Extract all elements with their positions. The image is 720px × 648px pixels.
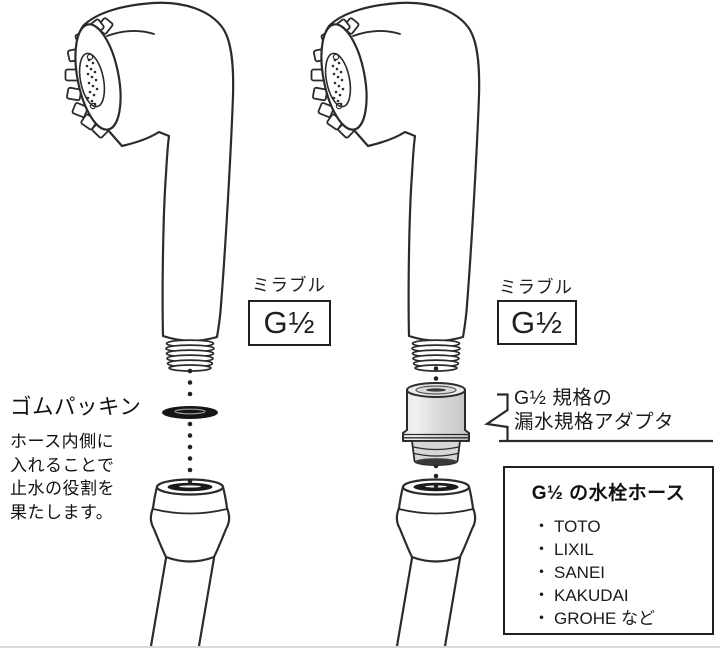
list-item: ・ TOTO [533, 515, 712, 538]
hose-left-illustration [149, 478, 231, 646]
list-item: ・ GROHE など [533, 607, 712, 630]
thread-spec-box-right: G½ [497, 300, 577, 345]
adapter-illustration [402, 382, 470, 466]
gasket-description: ホース内側に 入れることで 止水の役割を 果たします。 [10, 432, 115, 522]
thread-spec-left: G½ [263, 305, 316, 340]
brand-label-left: ミラブル [252, 275, 326, 295]
list-item: ・ LIXIL [533, 538, 712, 561]
brand-name: SANEI [554, 563, 606, 582]
bullet-marker: ・ [533, 563, 550, 582]
dotted-line-left [187, 368, 193, 484]
brand-name: LIXIL [554, 540, 594, 559]
hose-right-illustration [395, 478, 477, 646]
hose-box-title: G½ の水栓ホース [531, 483, 686, 504]
rubber-gasket-illustration [162, 406, 218, 419]
bullet-marker: ・ [533, 609, 550, 628]
brand-name: GROHE など [554, 609, 656, 628]
thread-spec-right: G½ [511, 304, 563, 340]
bullet-marker: ・ [533, 517, 550, 536]
list-item: ・ KAKUDAI [533, 584, 712, 607]
bullet-marker: ・ [533, 540, 550, 559]
list-item: ・ SANEI [533, 561, 712, 584]
showerhead-left-illustration [64, 1, 235, 373]
adapter-callout-text: G½ 規格の 漏水規格アダプタ [514, 387, 675, 433]
brand-label-right: ミラブル [499, 277, 573, 297]
brand-name: KAKUDAI [554, 586, 629, 605]
hose-compatibility-box: G½ の水栓ホース ・ TOTO ・ LIXIL ・ SANEI ・ KAKUD… [503, 466, 714, 635]
thread-spec-box-left: G½ [248, 300, 331, 346]
gasket-title: ゴムパッキン [10, 395, 142, 419]
brand-name: TOTO [554, 517, 601, 536]
callout-bracket [484, 393, 713, 443]
hose-brand-list: ・ TOTO ・ LIXIL ・ SANEI ・ KAKUDAI ・ GROHE… [533, 515, 712, 630]
showerhead-right-illustration [310, 1, 481, 373]
bullet-marker: ・ [533, 586, 550, 605]
